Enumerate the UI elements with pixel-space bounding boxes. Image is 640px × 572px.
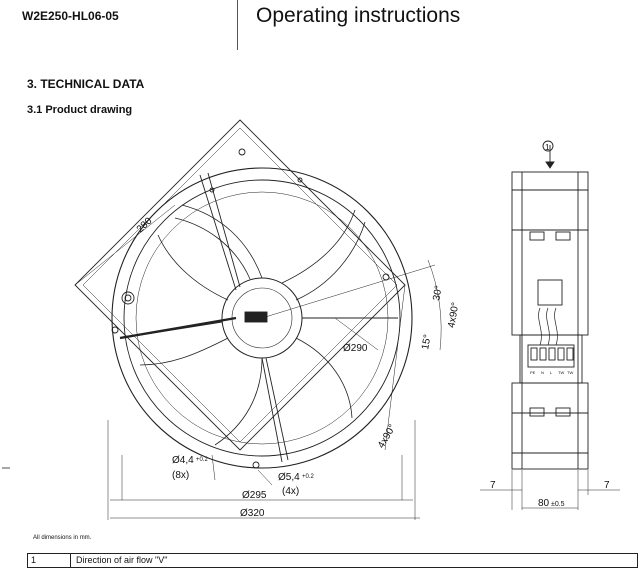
terminal-label: PE xyxy=(530,370,536,375)
fan-housing-outline xyxy=(74,119,406,451)
fan-blades xyxy=(139,204,366,446)
legend-row-description: Direction of air flow "V" xyxy=(76,555,168,565)
dim-hole-54-count: (4x) xyxy=(282,486,299,497)
dim-hole-44: Ø4,4 xyxy=(172,455,194,466)
legend-table: 1 Direction of air flow "V" xyxy=(27,553,638,568)
model-number: W2E250-HL06-05 xyxy=(22,9,119,23)
airflow-marker: 1 xyxy=(545,143,550,152)
dim-hole-54: Ø5,4 xyxy=(278,472,300,483)
outer-ring xyxy=(111,167,413,469)
dimensions-note: All dimensions in mm. xyxy=(33,535,92,541)
dim-280: 280 xyxy=(135,215,155,235)
angle-4x90-b: 4x90° xyxy=(376,423,398,451)
dim-side-7-right: 7 xyxy=(604,480,610,491)
section-heading: 3. TECHNICAL DATA xyxy=(27,77,145,91)
section-subheading: 3.1 Product drawing xyxy=(27,104,133,116)
terminal-label: TW xyxy=(558,370,564,375)
terminal-label: N xyxy=(541,370,544,375)
dim-320: Ø320 xyxy=(240,508,265,519)
dim-side-7-left: 7 xyxy=(490,480,496,491)
terminal-label: TW xyxy=(567,370,573,375)
dim-side-80-tol: ±0.5 xyxy=(551,501,565,508)
side-view xyxy=(480,140,620,510)
angle-15: 15° xyxy=(420,334,433,351)
page-title: Operating instructions xyxy=(256,4,461,27)
dim-side-80: 80 xyxy=(538,498,550,509)
terminal-label: L xyxy=(550,370,553,375)
legend-row-number: 1 xyxy=(28,554,71,567)
dim-hole-44-tol: +0.2 xyxy=(196,457,209,463)
header-divider xyxy=(237,0,238,50)
angle-4x90-a: 4x90° xyxy=(446,302,461,329)
dim-hole-44-count: (8x) xyxy=(172,470,189,481)
angle-30: 30° xyxy=(431,285,444,302)
dim-290: Ø290 xyxy=(343,343,368,354)
dim-hole-54-tol: +0.2 xyxy=(302,474,315,480)
dim-295: Ø295 xyxy=(242,490,267,501)
